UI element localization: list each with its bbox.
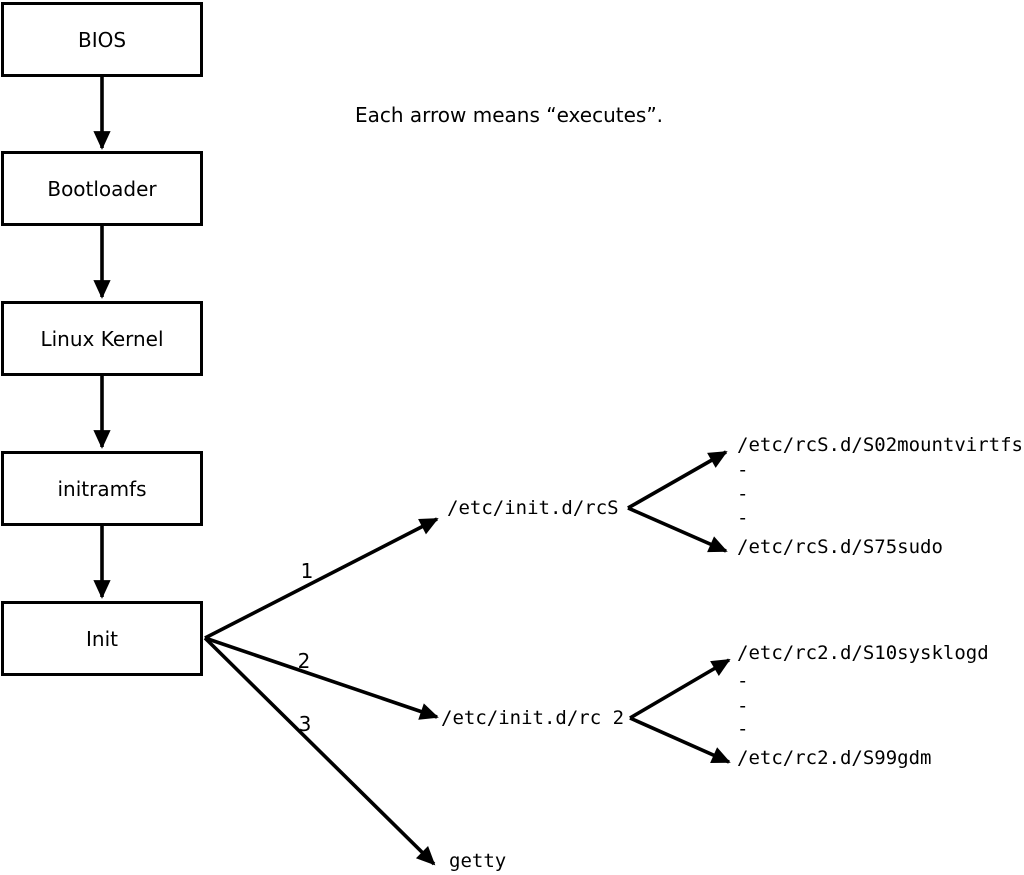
arrow-init-to-getty bbox=[203, 636, 436, 866]
node-rcS-script-ellipsis-3: - bbox=[737, 507, 749, 529]
node-bios: BIOS bbox=[1, 2, 203, 77]
arrow-rc2-to-last-script bbox=[629, 716, 731, 764]
arrow-init-to-rc2 bbox=[204, 636, 439, 720]
node-rc2-script-S10sysklogd: /etc/rc2.d/S10sysklogd bbox=[737, 642, 989, 664]
arrow-rc2-to-first-script bbox=[629, 658, 731, 720]
branch-number-3: 3 bbox=[298, 712, 312, 736]
node-rc2: /etc/init.d/rc 2 bbox=[441, 707, 625, 729]
node-rc2-script-ellipsis-2: - bbox=[737, 695, 749, 717]
node-bootloader-label: Bootloader bbox=[47, 176, 157, 201]
node-bios-label: BIOS bbox=[77, 27, 127, 52]
node-init: Init bbox=[1, 601, 203, 676]
node-init-label: Init bbox=[86, 626, 118, 651]
node-initramfs-label: initramfs bbox=[57, 476, 147, 501]
legend-note: Each arrow means “executes”. bbox=[354, 103, 664, 127]
branch-number-2: 2 bbox=[297, 649, 311, 673]
node-rcS-script-ellipsis-2: - bbox=[737, 483, 749, 505]
node-rc2-script-ellipsis-1: - bbox=[737, 670, 749, 692]
node-bootloader: Bootloader bbox=[1, 151, 203, 226]
arrow-init-to-rcS bbox=[204, 517, 439, 640]
node-rcS-script-S02mountvirtfs: /etc/rcS.d/S02mountvirtfs bbox=[737, 434, 1023, 456]
branch-number-1: 1 bbox=[300, 559, 314, 583]
node-initramfs: initramfs bbox=[1, 451, 203, 526]
arrow-rcS-to-last-script bbox=[627, 506, 728, 553]
node-rcS-script-S75sudo: /etc/rcS.d/S75sudo bbox=[737, 536, 943, 558]
node-getty: getty bbox=[449, 850, 507, 872]
node-linux-kernel-label: Linux Kernel bbox=[40, 326, 164, 351]
node-rcS-script-ellipsis-1: - bbox=[737, 459, 749, 481]
node-rc2-script-S99gdm: /etc/rc2.d/S99gdm bbox=[737, 747, 932, 769]
node-rc2-script-ellipsis-3: - bbox=[737, 718, 749, 740]
node-rcS: /etc/init.d/rcS bbox=[447, 497, 619, 519]
node-linux-kernel: Linux Kernel bbox=[1, 301, 203, 376]
arrow-rcS-to-first-script bbox=[627, 450, 728, 510]
